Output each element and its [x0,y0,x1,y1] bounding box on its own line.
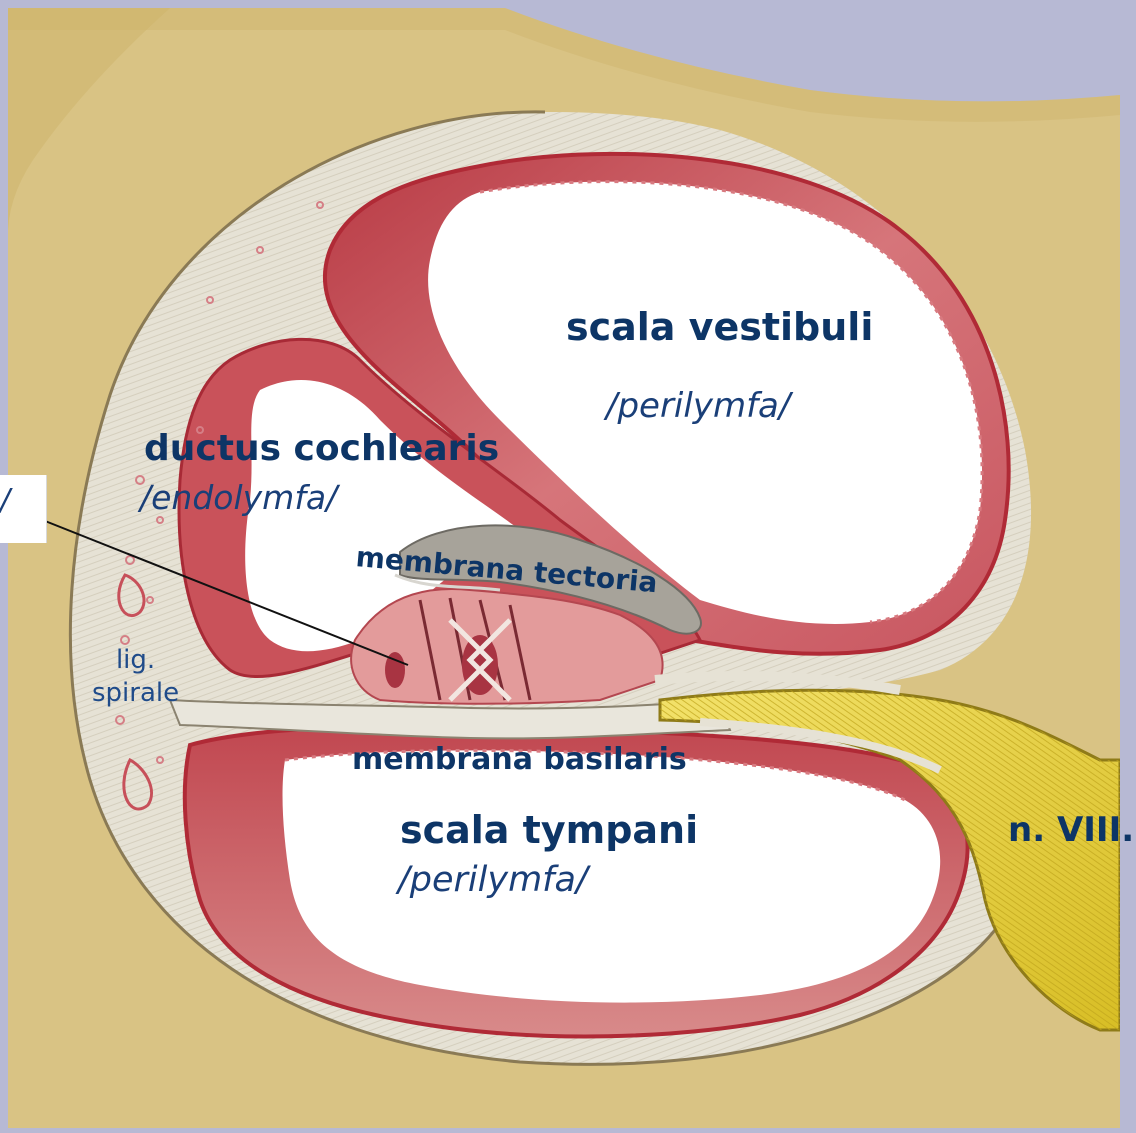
slide-right-margin [1120,0,1136,1133]
ductus-cochlearis-label: ductus cochlearis [144,428,499,469]
perilymfa-top-label: /perilymfa/ [606,386,790,426]
lig-spirale-line-1: lig. [92,644,179,677]
nerve-viii-label: n. VIII. [1008,810,1134,850]
scala-tympani-label: scala tympani [400,808,698,852]
lig-spirale-line-2: spirale [92,677,179,710]
endolymfa-label: /endolymfa/ [140,478,337,517]
callout-label: / [0,483,10,518]
scala-tympani-lumen [283,750,941,1002]
scala-vestibuli-label: scala vestibuli [566,305,873,349]
slide-left-margin [0,0,8,1133]
membrana-basilaris-label: membrana basilaris [352,742,687,777]
lig-spirale-label: lig. spirale [92,644,179,709]
callout-label-box: / [0,475,47,543]
slide-bottom-margin [0,1128,1136,1133]
slide-top-margin [0,0,1136,8]
perilymfa-bottom-label: /perilymfa/ [398,860,588,900]
